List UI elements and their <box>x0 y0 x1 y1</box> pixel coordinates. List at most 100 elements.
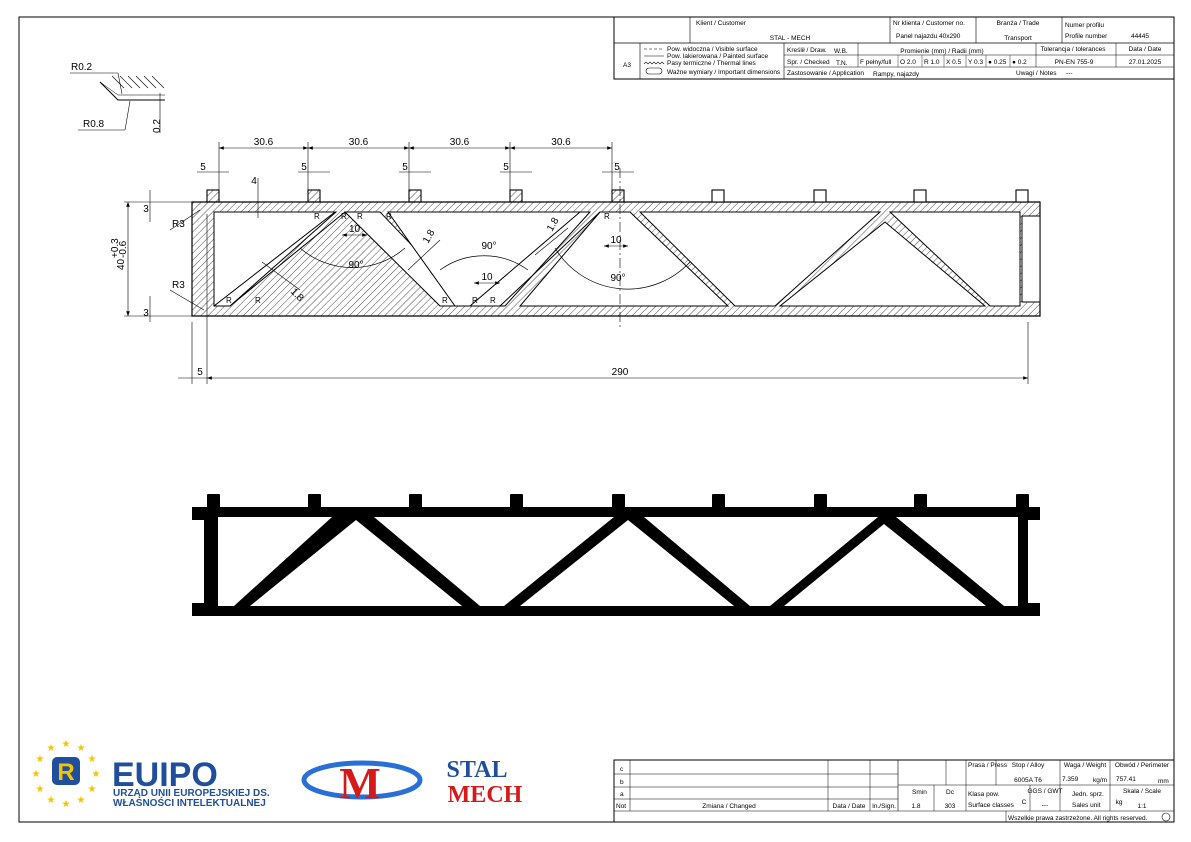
ggs-label: GGS / GWT <box>1027 788 1062 795</box>
euipo-caption-1: URZĄD UNII EUROPEJSKIEJ DS. <box>113 788 270 799</box>
corner-radius-label: R <box>255 296 261 305</box>
application-value: Rampy, najazdy <box>873 71 920 78</box>
detail-radius-1: R0.2 <box>71 62 93 73</box>
legend-painted: Pow. lakierowana / Painted surface <box>667 53 769 60</box>
web-thickness-leader <box>534 227 569 256</box>
angle-arc <box>439 255 529 271</box>
smin-value: 1.8 <box>911 803 920 810</box>
eu-star-icon: ★ <box>32 769 41 780</box>
draw-value: W.B. <box>834 48 848 55</box>
trade-label: Branża / Trade <box>997 20 1040 27</box>
stalmech-line2: MECH <box>448 782 523 808</box>
important-dimension-symbol <box>645 67 663 75</box>
checked-label: Spr. / Checked <box>787 59 830 66</box>
pitch-dimension-label: 30.6 <box>349 137 369 148</box>
legend-visible: Pow. widoczna / Visible surface <box>667 46 758 53</box>
eu-star-icon: ★ <box>47 795 56 806</box>
height-tolerance-plus: +0.3 <box>110 238 121 258</box>
eu-star-icon: ★ <box>36 784 45 795</box>
flange-width-label: 5 <box>200 162 206 173</box>
top-flange <box>1016 494 1029 508</box>
eu-stars-icon: ★★★★★★★★★★★★ <box>32 739 101 810</box>
eu-star-icon: ★ <box>87 784 96 795</box>
radius-leader <box>169 209 201 231</box>
ggs-value: --- <box>1042 802 1049 809</box>
customer-label: Klient / Customer <box>696 20 747 27</box>
eu-star-icon: ★ <box>77 795 86 806</box>
perimeter-unit: mm <box>1158 778 1169 785</box>
wall-thickness-bottom: 3 <box>143 308 149 319</box>
legend-thermal: Pasy termiczne / Thermal lines <box>667 60 756 67</box>
eu-star-icon: ★ <box>92 769 101 780</box>
flange-width-label: 5 <box>614 162 620 173</box>
weight-unit: kg/m <box>1093 777 1107 784</box>
corner-radius-label: R <box>357 212 363 221</box>
draw-label: Kreślił / Draw. <box>787 47 827 54</box>
corner-radius-label: R <box>442 296 448 305</box>
radii-label: Promienie (mm) / Radii (mm) <box>900 48 983 55</box>
sheet-border <box>18 16 1175 823</box>
edge-detail: R0.2 R0.8 0.2 <box>70 62 165 133</box>
registered-mark-icon <box>52 757 80 785</box>
euipo-wordmark: EUIPO <box>112 756 218 794</box>
corner-radius-label: R <box>386 212 392 221</box>
dc-label: Dc <box>946 789 955 796</box>
cavity <box>374 517 614 606</box>
left-recess <box>192 520 204 603</box>
revision-changed-label: Zmiana / Changed <box>702 803 756 810</box>
eu-star-icon: ★ <box>87 754 96 765</box>
overall-width-label: 290 <box>612 367 629 378</box>
corner-radius-label: R <box>490 296 496 305</box>
smin-label: Smin <box>912 789 927 796</box>
copyright-icon <box>1161 812 1171 822</box>
profile-number: 44445 <box>1131 33 1149 40</box>
title-block: Klient / Customer STAL - MECH Nr klienta… <box>613 16 1175 80</box>
corner-radius-label: R <box>472 296 478 305</box>
thermal-line-symbol <box>643 61 665 65</box>
flange-width-label: 5 <box>402 162 408 173</box>
web-gap-label: 10 <box>349 224 361 235</box>
perimeter-value: 757.41 <box>1116 776 1136 783</box>
corner-radius-label: R <box>341 212 347 221</box>
radius-legend-item: F pełny/full <box>860 59 892 66</box>
euipo-logo: ★★★★★★★★★★★★ R EUIPO URZĄD UNII EUROPEJS… <box>32 739 270 810</box>
surface-label-en: Surface classes <box>968 802 1015 809</box>
surface-value: C <box>1022 799 1027 806</box>
euipo-caption-2: WŁASNOŚCI INTELEKTUALNEJ <box>113 796 266 809</box>
top-flange <box>611 189 625 203</box>
web-edge <box>213 211 336 307</box>
web-edge <box>229 211 346 307</box>
sheet-format: A3 <box>623 62 631 69</box>
corner-radius-label: R <box>604 212 610 221</box>
web-edge <box>469 211 581 307</box>
tolerance-value: PN-EN 755-9 <box>1055 59 1094 66</box>
notes-label: Uwagi / Notes <box>1016 70 1057 77</box>
sales-label-en: Sales unit <box>1072 802 1101 809</box>
top-flange <box>914 494 927 508</box>
web-thickness-leader <box>261 261 301 291</box>
top-flange <box>307 189 321 203</box>
top-flange <box>814 494 827 508</box>
cavity <box>250 520 462 606</box>
angle-label-1: 90° <box>348 260 363 271</box>
revision-row-a: a <box>620 791 624 798</box>
customer-value: STAL - MECH <box>770 35 811 42</box>
weight-label: Waga / Weight <box>1064 762 1106 769</box>
cavity <box>896 517 1018 606</box>
web-thickness-leader <box>407 239 441 271</box>
scale-label: Skala / Scale <box>1123 788 1161 795</box>
angle-label-3: 90° <box>610 273 625 284</box>
perimeter-label: Obwód / Perimeter <box>1115 762 1170 769</box>
eu-star-icon: ★ <box>62 799 71 810</box>
eu-star-icon: ★ <box>47 743 56 754</box>
top-flange <box>712 494 725 508</box>
web-gap-label: 10 <box>481 272 493 283</box>
top-flange <box>308 494 321 508</box>
profile-silhouette <box>192 494 1040 616</box>
sales-value: kg <box>1116 799 1123 806</box>
scale-value: 1:1 <box>1137 803 1146 810</box>
profile-no-label-pl: Numer profilu <box>1065 22 1104 29</box>
